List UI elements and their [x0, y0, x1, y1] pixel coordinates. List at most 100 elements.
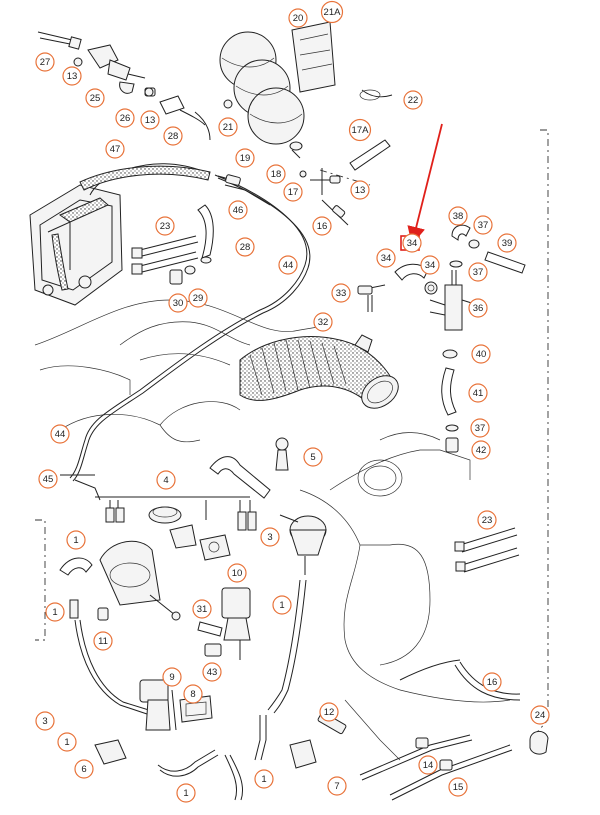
callout-14: 14 — [418, 755, 438, 775]
callout-number: 9 — [169, 672, 174, 683]
callout-13: 13 — [350, 180, 370, 200]
callout-number: 16 — [317, 221, 328, 232]
callout-circle — [35, 52, 55, 72]
callout-39: 39 — [497, 233, 517, 253]
callout-circle — [35, 711, 55, 731]
callout-number: 23 — [482, 515, 493, 526]
callout-41: 41 — [468, 383, 488, 403]
callout-45: 45 — [38, 469, 58, 489]
callout-38: 38 — [448, 206, 468, 226]
callout-circle — [93, 631, 113, 651]
callout-circle — [266, 164, 286, 184]
callout-number: 1 — [261, 774, 266, 785]
callout-number: 42 — [476, 445, 487, 456]
callout-circle — [105, 139, 125, 159]
callout-23: 23 — [477, 510, 497, 530]
callout-circle — [319, 702, 339, 722]
callout-circle — [140, 110, 160, 130]
callout-6: 6 — [74, 759, 94, 779]
callout-circle — [155, 216, 175, 236]
callout-1: 1 — [176, 783, 196, 803]
callout-circle — [471, 344, 491, 364]
callout-number: 44 — [283, 260, 294, 271]
callout-circle — [168, 293, 188, 313]
callout-circle — [402, 233, 422, 253]
top-left-valve-assembly — [37, 31, 211, 141]
solenoid-valves — [139, 587, 347, 735]
callout-circle — [50, 424, 70, 444]
callout-number: 31 — [197, 604, 208, 615]
callout-28: 28 — [235, 237, 255, 257]
callout-number: 27 — [40, 57, 51, 68]
callout-19: 19 — [235, 148, 255, 168]
callout-15: 15 — [448, 777, 468, 797]
callout-number: 12 — [324, 707, 335, 718]
callout-circle — [163, 126, 183, 146]
callout-number: 13 — [145, 115, 156, 126]
callout-1: 1 — [254, 769, 274, 789]
callout-number: 21A — [324, 7, 342, 18]
callout-number: 1 — [52, 607, 57, 618]
callout-number: 15 — [453, 782, 464, 793]
callout-29: 29 — [188, 288, 208, 308]
callout-28: 28 — [163, 126, 183, 146]
callout-11: 11 — [93, 631, 113, 651]
callout-circle — [376, 248, 396, 268]
callout-number: 34 — [407, 238, 418, 249]
callout-number: 10 — [232, 568, 243, 579]
callout-43: 43 — [202, 662, 222, 682]
callout-number: 29 — [193, 293, 204, 304]
callout-circle — [283, 182, 303, 202]
callout-circle — [85, 88, 105, 108]
callout-1: 1 — [57, 732, 77, 752]
callout-circle — [235, 148, 255, 168]
callout-circle — [320, 0, 344, 24]
callout-circle — [183, 684, 203, 704]
callout-circle — [312, 216, 332, 236]
callout-number: 36 — [473, 303, 484, 314]
callout-number: 28 — [240, 242, 251, 253]
callout-circle — [260, 527, 280, 547]
callout-number: 24 — [535, 710, 546, 721]
callout-number: 33 — [336, 288, 347, 299]
callout-number: 43 — [207, 667, 218, 678]
callout-circle — [331, 283, 351, 303]
callout-circle — [448, 777, 468, 797]
callout-47: 47 — [105, 139, 125, 159]
brackets-4-5 — [95, 437, 289, 561]
callout-circle — [176, 783, 196, 803]
hose-46-28 — [197, 174, 241, 264]
callout-27: 27 — [35, 52, 55, 72]
callout-34: 34 — [402, 233, 422, 253]
callout-circle — [288, 8, 308, 28]
callout-46: 46 — [228, 200, 248, 220]
callout-23: 23 — [155, 216, 175, 236]
callout-37: 37 — [473, 215, 493, 235]
callout-16: 16 — [312, 216, 332, 236]
callout-number: 34 — [425, 260, 436, 271]
callout-8: 8 — [183, 684, 203, 704]
callout-number: 13 — [355, 185, 366, 196]
callout-circle — [530, 705, 550, 725]
callout-circle — [473, 215, 493, 235]
callout-circle — [482, 672, 502, 692]
callout-number: 23 — [160, 221, 171, 232]
callout-circle — [468, 262, 488, 282]
callout-21: 21 — [218, 117, 238, 137]
callout-circle — [162, 667, 182, 687]
callout-7: 7 — [327, 776, 347, 796]
callout-circle — [327, 776, 347, 796]
callout-22: 22 — [403, 90, 423, 110]
callout-circle — [272, 595, 292, 615]
callout-circle — [418, 755, 438, 775]
callout-1: 1 — [66, 530, 86, 550]
callout-17: 17 — [283, 182, 303, 202]
callout-5: 5 — [303, 447, 323, 467]
callout-number: 39 — [502, 238, 513, 249]
callout-number: 37 — [475, 423, 486, 434]
callout-circle — [156, 470, 176, 490]
callout-circle — [235, 237, 255, 257]
callout-number: 13 — [67, 71, 78, 82]
callout-number: 34 — [381, 253, 392, 264]
callout-40: 40 — [471, 344, 491, 364]
